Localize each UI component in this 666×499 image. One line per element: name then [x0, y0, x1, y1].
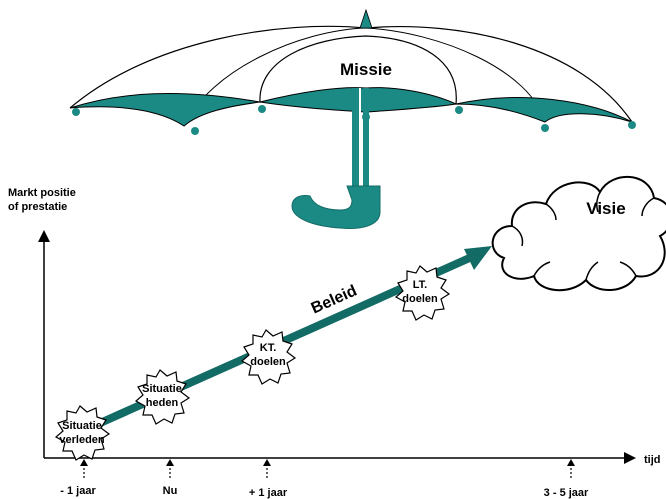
- tick-label-minus-1-jaar: - 1 jaar: [60, 485, 96, 497]
- tick-label-3-5-jaar: 3 - 5 jaar: [544, 487, 589, 499]
- star-situatie-heden: [134, 369, 191, 425]
- star-situatie-heden-line1: Situatie: [142, 383, 182, 395]
- tick-label-nu: Nu: [163, 485, 178, 497]
- cloud-icon: [491, 176, 666, 292]
- x-axis-label: tijd: [644, 454, 661, 466]
- tick-label-plus-1-jaar: + 1 jaar: [249, 487, 288, 499]
- umbrella-label: Missie: [340, 60, 392, 79]
- star-situatie-verleden-line1: Situatie: [62, 420, 102, 432]
- star-kt-doelen-line2: doelen: [250, 356, 286, 368]
- star-situatie-heden-line2: heden: [146, 397, 179, 409]
- star-lt-doelen-line2: doelen: [402, 293, 438, 305]
- star-kt-doelen: [240, 329, 297, 385]
- cloud-label: Visie: [586, 199, 625, 218]
- star-lt-doelen: [394, 265, 451, 321]
- y-axis-label-line1: Markt positie: [8, 187, 76, 199]
- tick-arrows: [80, 459, 575, 478]
- star-situatie-verleden-line2: verleden: [59, 434, 105, 446]
- star-kt-doelen-line1: KT.: [260, 342, 277, 354]
- star-lt-doelen-line1: LT.: [413, 279, 427, 291]
- umbrella-icon: [69, 8, 636, 229]
- y-axis-label-line2: of prestatie: [8, 201, 67, 213]
- star-situatie-verleden: [54, 405, 111, 461]
